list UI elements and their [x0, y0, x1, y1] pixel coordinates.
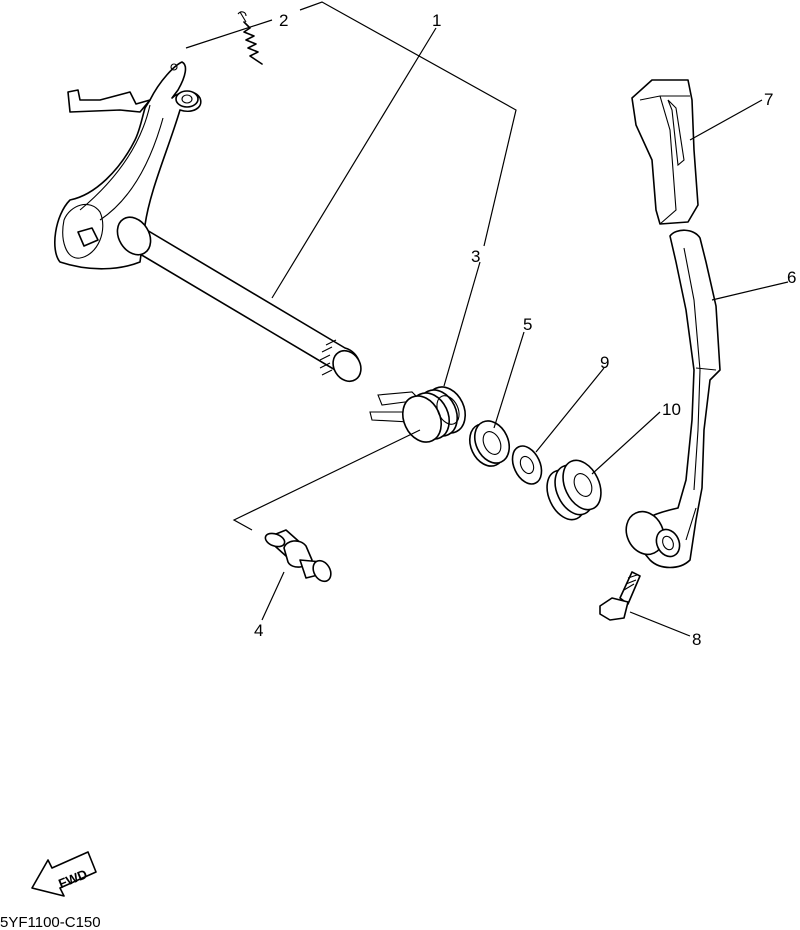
- diagram-code: 5YF1100-C150: [0, 914, 101, 930]
- spring-part: [237, 11, 263, 65]
- fwd-arrow-icon: FWD: [31, 851, 97, 897]
- washer-part: [511, 445, 543, 485]
- callout-1: 1: [432, 11, 441, 30]
- callout-7: 7: [764, 90, 773, 109]
- shift-pedal-part: [625, 229, 721, 569]
- torsion-spring-part: [369, 386, 467, 443]
- callout-8: 8: [692, 630, 701, 649]
- callout-2: 2: [279, 11, 288, 30]
- callout-5: 5: [523, 315, 532, 334]
- leader-lines: [185, 1, 789, 637]
- callout-3: 3: [471, 247, 480, 266]
- callout-4: 4: [254, 621, 263, 640]
- callout-6: 6: [787, 268, 796, 287]
- shift-shaft-part: [54, 61, 362, 383]
- pedal-bolt-part: [599, 571, 641, 621]
- pedal-rubber-part: [631, 79, 699, 225]
- oil-seal-part: [468, 420, 511, 467]
- callout-9: 9: [600, 353, 609, 372]
- boot-part: [546, 459, 602, 521]
- stopper-bolt-part: [264, 529, 332, 583]
- callout-10: 10: [662, 400, 681, 419]
